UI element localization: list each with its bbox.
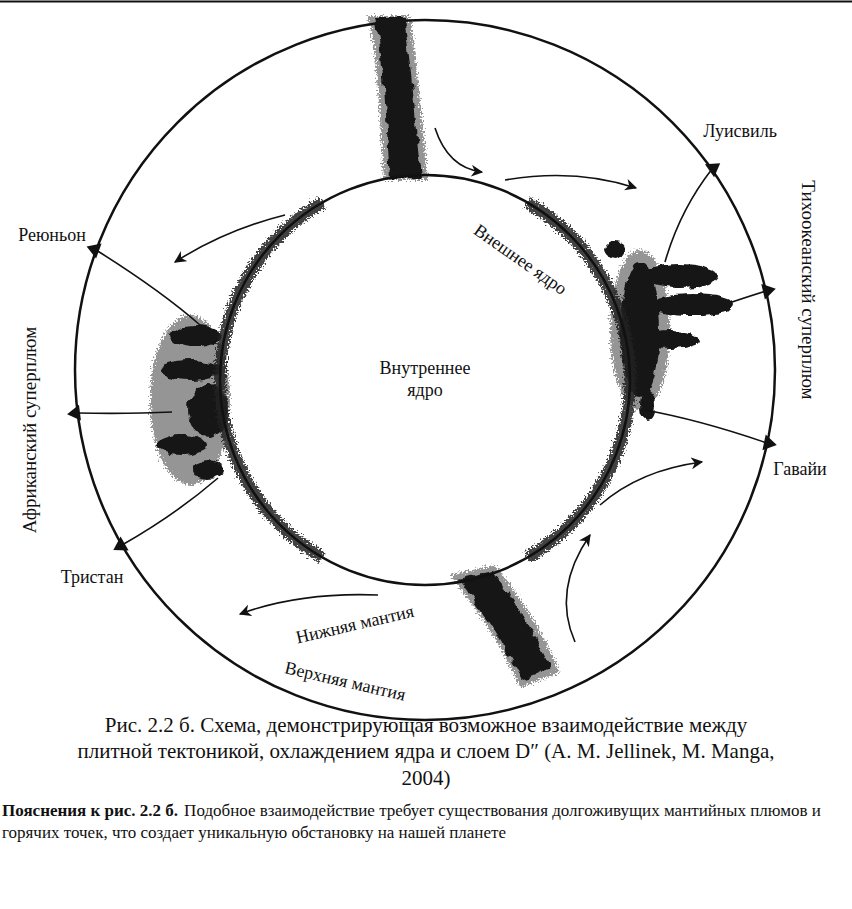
hotspot-name: Луисвиль [701, 122, 779, 142]
plumes-and-slabs [150, 16, 734, 688]
explanation: Пояснения к рис. 2.2 б.Подобное взаимоде… [2, 800, 840, 844]
hotspot-name: Гавайи [771, 460, 828, 480]
superplume-name: Африканский суперплюм [20, 325, 41, 536]
layer-name: Верхняя мантия [281, 658, 410, 706]
core-circle: Внутреннее ядро [220, 175, 630, 585]
flow-arrows [175, 128, 702, 642]
explanation-heading: Пояснения к рис. 2.2 б. [2, 801, 178, 820]
hotspot-name: Реюньон [16, 226, 88, 246]
earth-surface [75, 20, 775, 720]
superplume-name: Тихоокеанский суперплюм [798, 178, 819, 401]
figure-caption: Рис. 2.2 б. Схема, демонстрирующая возмо… [76, 712, 776, 791]
top-rule [0, 1, 852, 3]
layer-name: Внешнее ядро [468, 219, 572, 300]
core-label: Внутреннее ядро [365, 358, 485, 401]
layer-name: Нижняя мантия [292, 601, 418, 648]
hotspot-markers [66, 157, 778, 557]
core-boundary [220, 175, 630, 585]
hotspot-lines [77, 169, 767, 545]
hotspot-name: Тристан [59, 568, 126, 588]
